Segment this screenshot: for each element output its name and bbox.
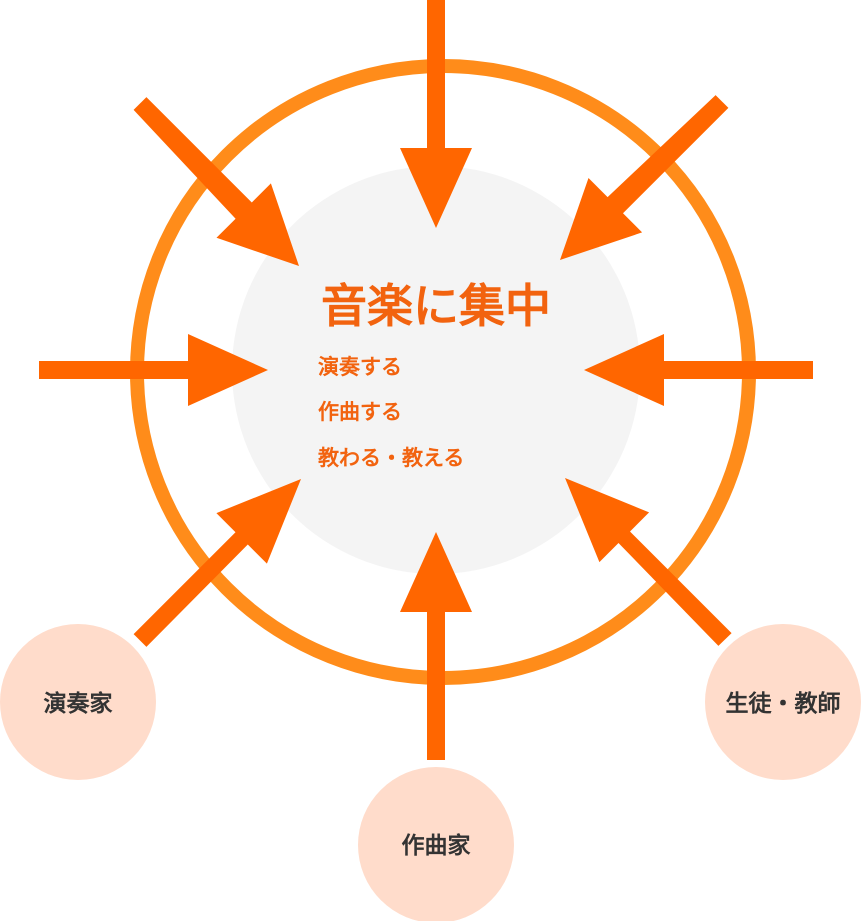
role-circle-performer [0,624,156,780]
role-circle-student-teacher [705,624,861,780]
arrow-top-right [560,95,729,260]
arrow-top [400,0,472,228]
arrow-bottom-left [133,479,301,647]
center-circle [232,166,640,574]
role-label-performer: 演奏家 [44,690,113,717]
arrow-bottom-right [565,478,732,646]
role-label-composer: 作曲家 [402,832,471,859]
center-item-compose: 作曲する [318,399,402,424]
arrow-left [39,334,268,406]
arrow-right [584,334,813,406]
role-label-student-teacher: 生徒・教師 [726,690,841,717]
role-circle-composer [358,767,514,921]
arrow-top-left [133,97,299,266]
center-title: 音楽に集中 [321,279,551,333]
center-item-perform: 演奏する [318,354,402,379]
center-item-learn-teach: 教わる・教える [318,445,464,470]
arrow-bottom [400,532,472,760]
